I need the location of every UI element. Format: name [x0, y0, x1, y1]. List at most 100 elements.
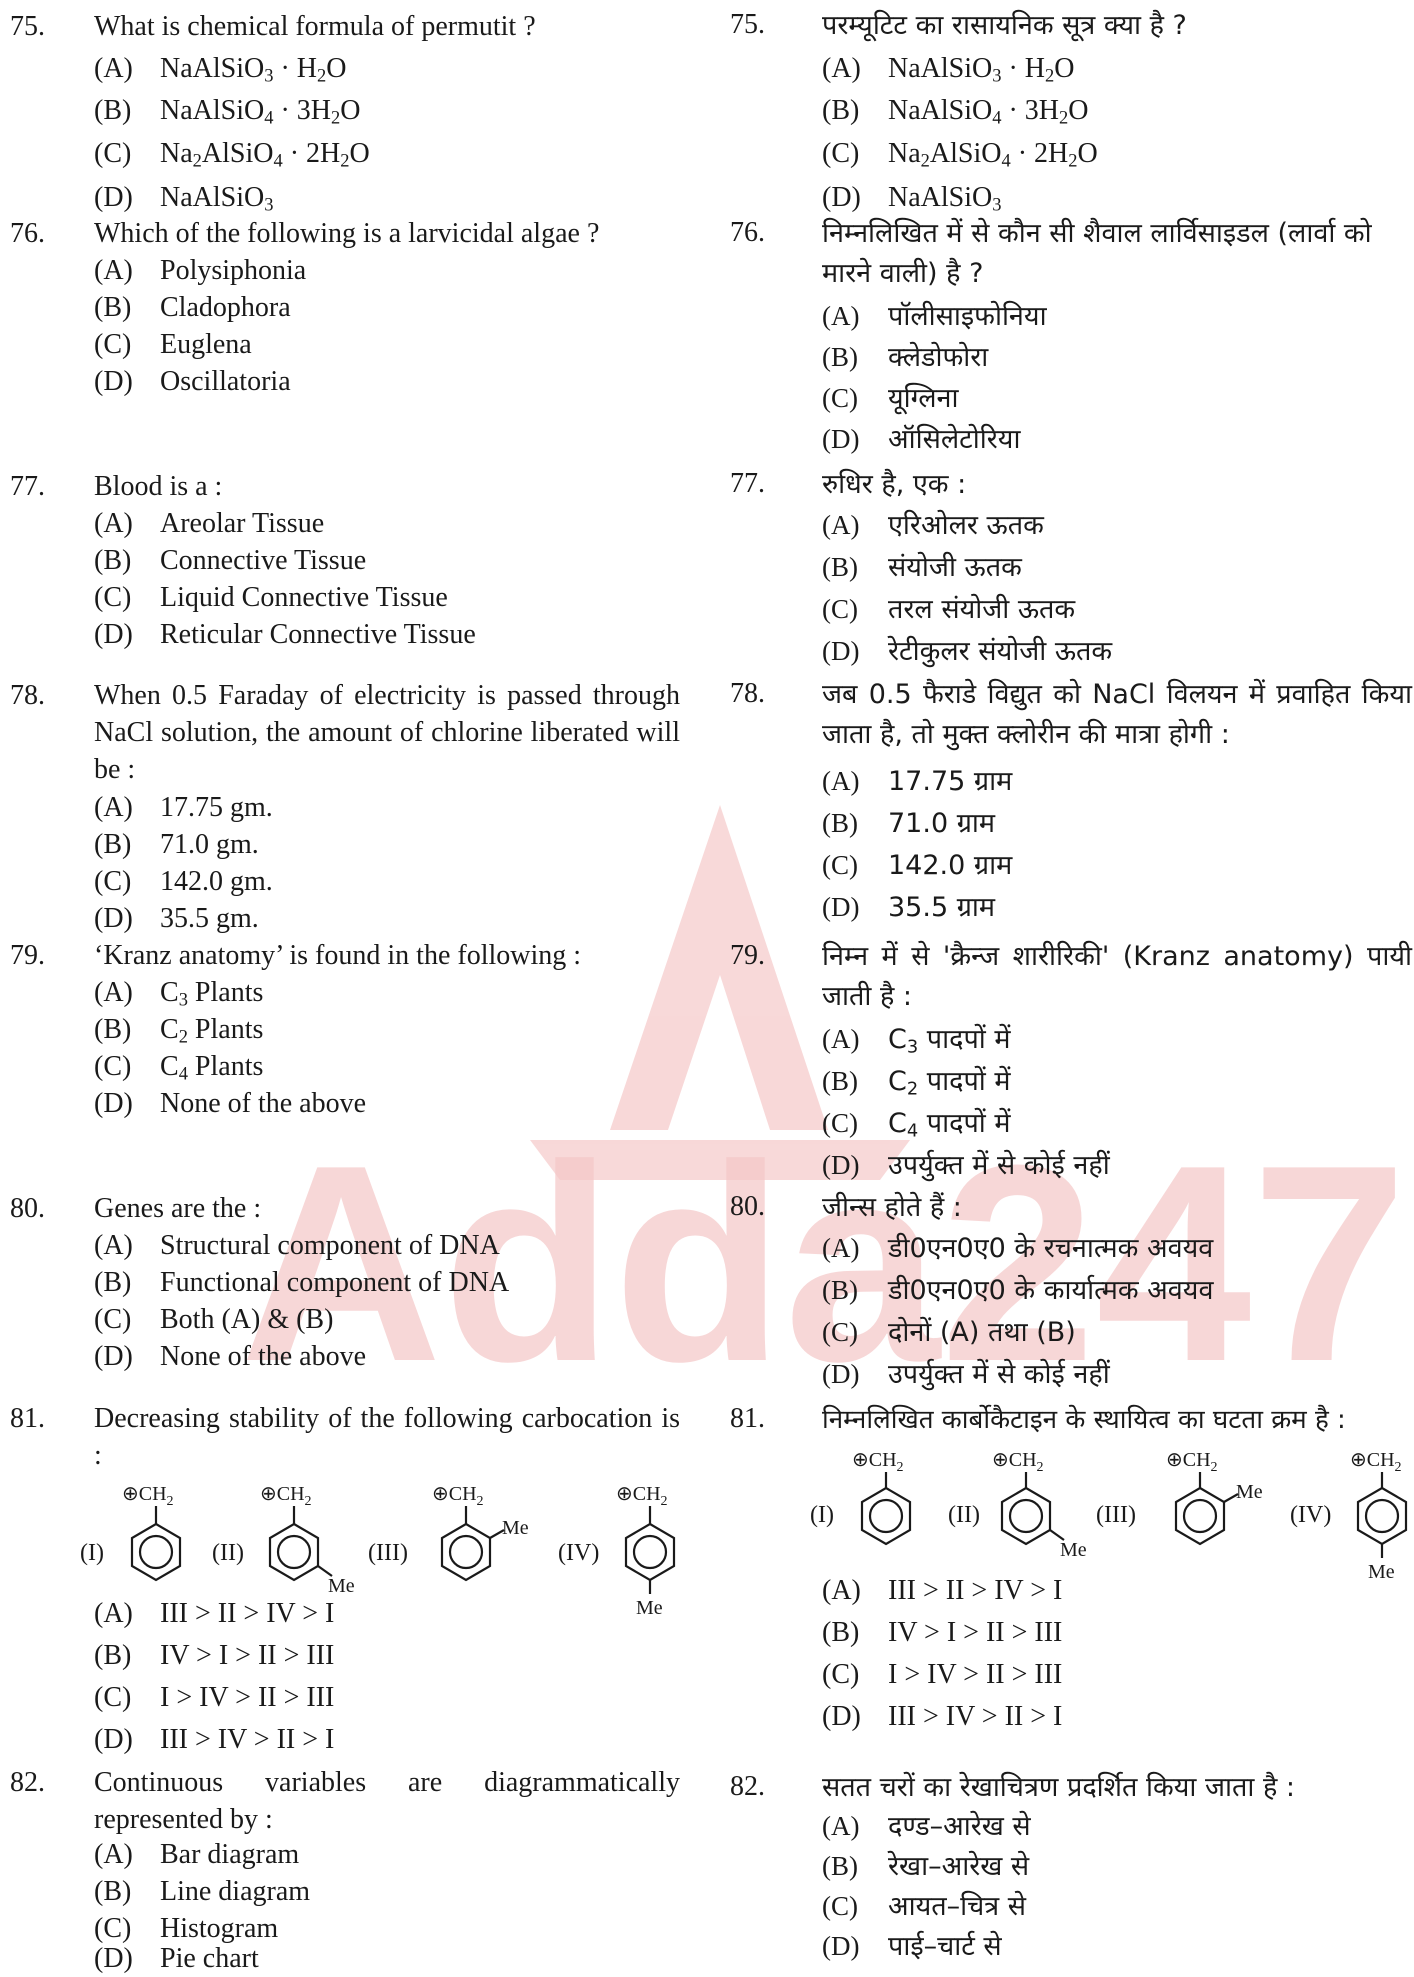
option-b: (B)Line diagram [94, 1876, 311, 1907]
benzene-ring-icon [268, 1506, 333, 1582]
ch2-label: ⊕CH2 [122, 1483, 174, 1509]
question-text: सतत चरों का रेखाचित्रण प्रदर्शित किया जा… [822, 1772, 1295, 1803]
option-a: (A)Bar diagram [94, 1839, 300, 1870]
option-a: (A)Structural component of DNA [94, 1230, 500, 1261]
option-b: (B)डी0एन0ए0 के कार्यात्मक अवयव [822, 1275, 1214, 1306]
option-c: (C)142.0 ग्राम [822, 850, 1013, 881]
option-b: (B)क्लेडोफोरा [822, 342, 989, 373]
structure-label: (III) [1096, 1502, 1136, 1528]
option-d: (D)ऑसिलेटोरिया [822, 424, 1021, 455]
benzene-ring-icon [130, 1506, 182, 1582]
question-text: Genes are the : [94, 1193, 262, 1224]
option-d: (D)रेटीकुलर संयोजी ऊतक [822, 636, 1113, 667]
methyl-label: Me [502, 1517, 529, 1539]
option-a: (A)C3 पादपों में [822, 1024, 1011, 1058]
question-text: जीन्स होते हैं : [822, 1192, 962, 1223]
option-d: (D)III > IV > II > I [94, 1724, 335, 1755]
ch2-label: ⊕CH2 [1350, 1449, 1402, 1475]
option-a: (A)डी0एन0ए0 के रचनात्मक अवयव [822, 1233, 1214, 1264]
option-a: (A)NaAlSiO3 · H2O [822, 53, 1075, 86]
benzene-ring-icon [860, 1472, 912, 1546]
option-a: (A)C3 Plants [94, 977, 264, 1010]
option-c: (C)I > IV > II > III [94, 1682, 335, 1713]
option-b: (B)71.0 gm. [94, 829, 259, 860]
question-number: 78. [10, 680, 45, 711]
option-c: (C)Histogram [94, 1913, 279, 1944]
ch2-label: ⊕CH2 [432, 1483, 484, 1509]
option-d: (D)35.5 ग्राम [822, 892, 996, 923]
question-number: 79. [10, 940, 45, 971]
question-text: Decreasing stability of the following ca… [94, 1403, 680, 1471]
option-d: (D)NaAlSiO3 [94, 182, 274, 215]
option-d: (D)Oscillatoria [94, 366, 291, 397]
structure-label: (II) [948, 1502, 980, 1528]
question-number: 76. [730, 217, 765, 248]
option-b: (B)C2 पादपों में [822, 1066, 1011, 1100]
option-d: (D)NaAlSiO3 [822, 182, 1002, 215]
methyl-label: Me [1368, 1561, 1395, 1583]
question-text: परम्यूटिट का रासायनिक सूत्र क्या है ? [822, 10, 1187, 41]
option-d: (D)35.5 gm. [94, 903, 259, 934]
option-d: (D)None of the above [94, 1341, 367, 1372]
option-a: (A)NaAlSiO3 · H2O [94, 53, 347, 86]
option-a: (A)Polysiphonia [94, 255, 307, 286]
option-b: (B)IV > I > II > III [822, 1617, 1063, 1648]
ch2-label: ⊕CH2 [1166, 1449, 1218, 1475]
option-b: (B)संयोजी ऊतक [822, 552, 1022, 583]
question-text: Which of the following is a larvicidal a… [94, 218, 600, 249]
option-c: (C)Euglena [94, 329, 252, 360]
question-text: Blood is a : [94, 471, 223, 502]
option-c: (C)C4 पादपों में [822, 1108, 1011, 1142]
question-text: रुधिर है, एक : [822, 469, 967, 500]
benzene-ring-icon [440, 1506, 505, 1582]
question-number: 81. [10, 1403, 45, 1434]
option-c: (C)Liquid Connective Tissue [94, 582, 448, 613]
benzene-ring-icon [624, 1506, 676, 1594]
option-d: (D)Pie chart [94, 1943, 259, 1974]
question-number: 82. [730, 1771, 765, 1802]
benzene-ring-icon [1356, 1472, 1408, 1558]
methyl-label: Me [1060, 1539, 1087, 1561]
methyl-label: Me [1236, 1481, 1263, 1503]
option-b: (B)NaAlSiO4 · 3H2O [822, 95, 1089, 128]
option-a: (A)पॉलीसाइफोनिया [822, 301, 1047, 332]
structure-label: (I) [810, 1502, 834, 1528]
option-d: (D)उपर्युक्त में से कोई नहीं [822, 1359, 1110, 1390]
benzene-ring-icon [1174, 1472, 1239, 1546]
option-a: (A)III > II > IV > I [822, 1575, 1063, 1606]
option-a: (A)III > II > IV > I [94, 1598, 335, 1629]
option-b: (B)Functional component of DNA [94, 1267, 510, 1298]
question-number: 81. [730, 1403, 765, 1434]
question-number: 76. [10, 218, 45, 249]
option-c: (C)Na2AlSiO4 · 2H2O [94, 138, 370, 171]
question-text: What is chemical formula of permutit ? [94, 11, 536, 42]
question-number: 79. [730, 940, 765, 971]
carbocation-structures: (I) ⊕CH2 (II) ⊕CH2 Me (III) ⊕CH2 [810, 1449, 1408, 1583]
option-a: (A)एरिओलर ऊतक [822, 510, 1044, 541]
carbocation-structures: (I) ⊕CH2 (II) ⊕CH2 Me (III) ⊕CH2 [80, 1483, 676, 1618]
option-d: (D)Reticular Connective Tissue [94, 619, 476, 650]
option-d: (D)पाई–चार्ट से [822, 1931, 1002, 1962]
question-text: When 0.5 Faraday of electricity is passe… [94, 680, 680, 785]
question-number: 82. [10, 1767, 45, 1798]
question-number: 75. [730, 9, 765, 40]
question-text: निम्नलिखित कार्बोकैटाइन के स्थायित्व का … [822, 1405, 1346, 1435]
option-b: (B)Connective Tissue [94, 545, 367, 576]
option-d: (D)III > IV > II > I [822, 1701, 1063, 1732]
methyl-label: Me [636, 1597, 663, 1618]
option-c: (C)Both (A) & (B) [94, 1304, 334, 1335]
option-b: (B)IV > I > II > III [94, 1640, 335, 1671]
option-c: (C)दोनों (A) तथा (B) [822, 1317, 1076, 1348]
option-b: (B)NaAlSiO4 · 3H2O [94, 95, 361, 128]
question-text: Continuous variables are diagrammaticall… [94, 1767, 680, 1835]
ch2-label: ⊕CH2 [260, 1483, 312, 1509]
question-number: 75. [10, 11, 45, 42]
question-text: निम्नलिखित में से कौन सी शैवाल लार्विसाइ… [822, 218, 1372, 289]
question-number: 80. [730, 1191, 765, 1222]
option-c: (C)C4 Plants [94, 1051, 264, 1084]
structure-label: (IV) [1290, 1502, 1331, 1528]
question-text: जब 0.5 फैराडे विद्युत को NaCl विलयन में … [822, 679, 1412, 750]
question-text: निम्न में से 'क्रैन्ज शारीरिकी' (Kranz a… [822, 941, 1412, 1012]
option-b: (B)C2 Plants [94, 1014, 264, 1047]
option-b: (B)रेखा–आरेख से [822, 1851, 1030, 1882]
